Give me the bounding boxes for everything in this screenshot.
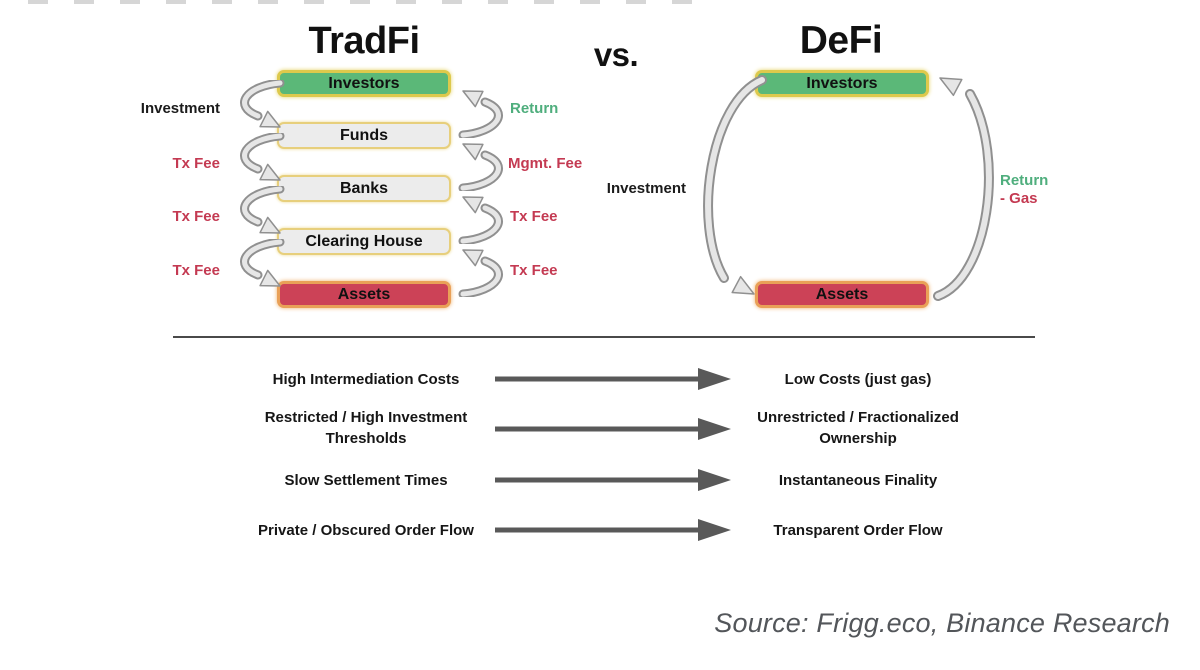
tradfi-title: TradFi: [308, 20, 420, 62]
defi-return-label: Return: [1000, 172, 1049, 189]
defi-title: DeFi: [799, 19, 883, 62]
comparison-right-text: Transparent Order Flow: [773, 522, 943, 539]
cropped-text-remnant: [28, 0, 696, 4]
comparison-left-text: Private / Obscured Order Flow: [258, 522, 474, 539]
tradfi-txfee-label: Tx Fee: [172, 155, 220, 172]
comparison-left-text: Restricted / High Investment Thresholds: [160, 407, 572, 449]
curved-arrow-down-icon: [240, 186, 285, 234]
tradfi-mgmtfee-label: Mgmt. Fee: [508, 155, 583, 172]
versus-label: vs.: [593, 36, 639, 73]
comparison-left-text: Slow Settlement Times: [284, 472, 448, 489]
right-arrow-icon: [495, 469, 731, 491]
tradfi-box-investors: Investors: [277, 70, 451, 97]
right-arrow-icon: [495, 519, 731, 541]
tradfi-txfee-label: Tx Fee: [510, 262, 558, 279]
tradfi-box-clearing-house: Clearing House: [277, 228, 451, 255]
defi-cycle-arrow-up-icon: [933, 77, 994, 301]
curved-arrow-up-icon: [458, 143, 503, 191]
tradfi-investment-label: Investment: [140, 100, 220, 117]
source-attribution: Source: Frigg.eco, Binance Research: [714, 608, 1170, 638]
tradfi-txfee-label: Tx Fee: [172, 262, 220, 279]
defi-cycle-arrow-down-icon: [703, 75, 767, 295]
comparison-right-text: Unrestricted / Fractionalized Ownership: [757, 409, 959, 447]
curved-arrow-up-icon: [458, 90, 503, 138]
defi-gas-label: - Gas: [1000, 190, 1038, 207]
comparison-left-text: High Intermediation Costs: [272, 371, 460, 388]
tradfi-box-funds: Funds: [277, 122, 451, 149]
curved-arrow-up-icon: [458, 249, 503, 297]
tradfi-txfee-label: Tx Fee: [510, 208, 558, 225]
right-arrow-icon: [495, 368, 731, 390]
curved-arrow-down-icon: [240, 80, 285, 128]
curved-arrow-down-icon: [240, 239, 285, 287]
comparison-left-text-wrap: Restricted / High Investment Thresholds: [264, 409, 468, 447]
tradfi-return-label: Return: [510, 100, 559, 117]
tradfi-box-banks: Banks: [277, 175, 451, 202]
section-divider: [173, 336, 1035, 338]
defi-box-investors: Investors: [755, 70, 929, 97]
tradfi-txfee-label: Tx Fee: [172, 208, 220, 225]
comparison-right-text: Low Costs (just gas): [784, 371, 932, 388]
comparison-right-text: Instantaneous Finality: [778, 472, 938, 489]
defi-investment-label: Investment: [606, 180, 686, 197]
curved-arrow-up-icon: [458, 196, 503, 244]
right-arrow-icon: [495, 418, 731, 440]
defi-box-assets: Assets: [755, 281, 929, 308]
curved-arrow-down-icon: [240, 133, 285, 181]
tradfi-box-assets: Assets: [277, 281, 451, 308]
